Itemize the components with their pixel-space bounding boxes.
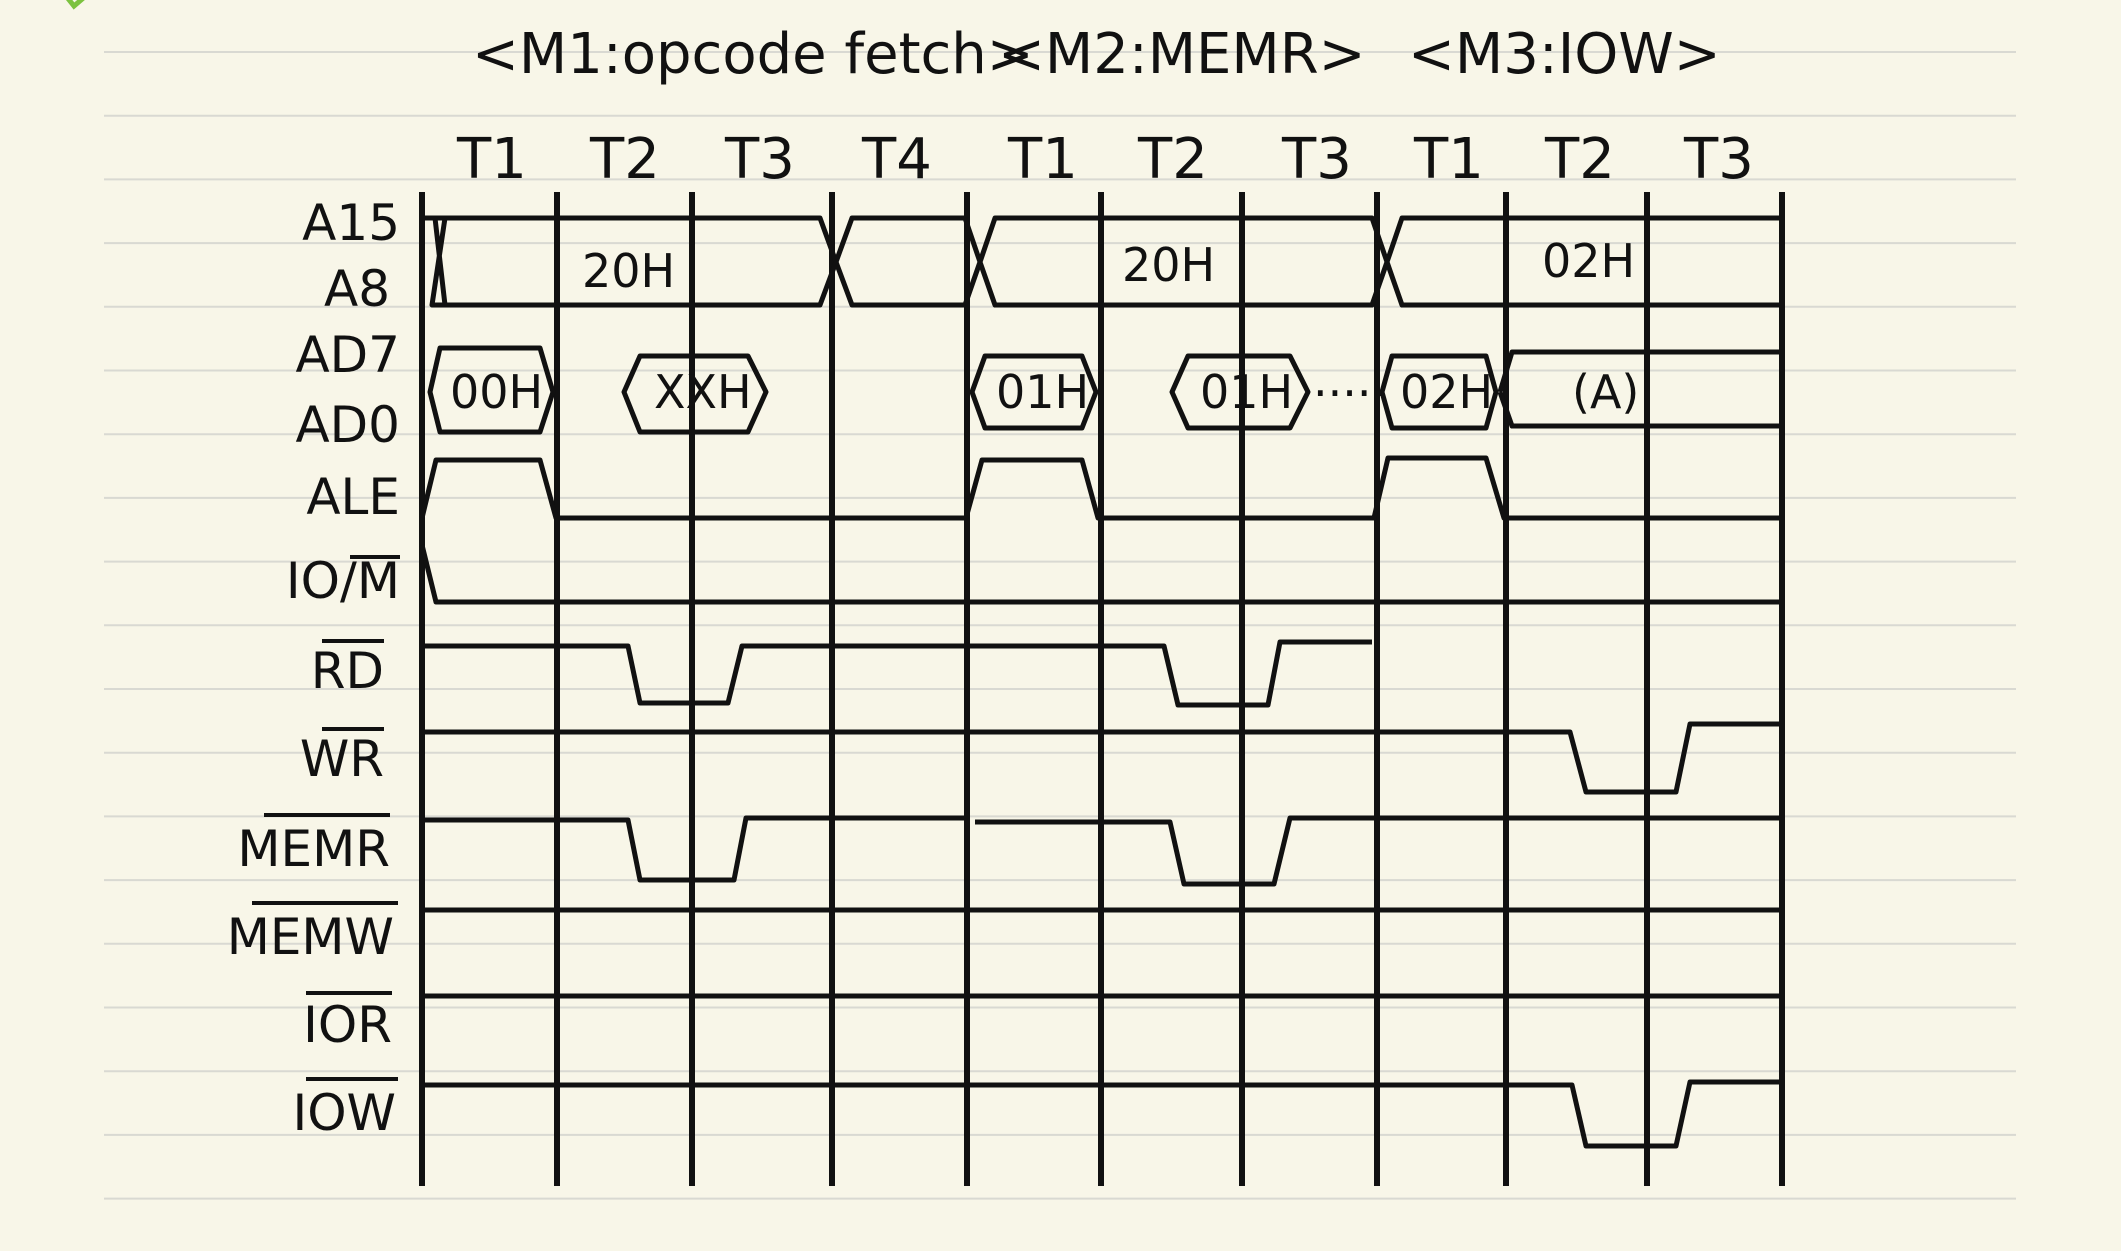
tstate-label: T2 — [1137, 127, 1208, 192]
tstate-label: T1 — [1007, 127, 1078, 192]
waveforms — [419, 215, 1780, 1149]
bus-value-ad: 01H — [1200, 365, 1293, 419]
tstate-label: T2 — [589, 127, 660, 192]
tstate-label: T1 — [1413, 127, 1484, 192]
bus-value-high-addr: 02H — [1542, 234, 1635, 288]
bus-value-high-addr: 20H — [582, 244, 675, 298]
waveform-memr — [424, 815, 1780, 887]
signal-label-a15: A15 — [302, 194, 400, 252]
signal-label-wr: WR — [300, 730, 384, 788]
signal-label-memw: MEMW — [227, 908, 394, 966]
tstate-label: T3 — [1683, 127, 1754, 192]
bus-continuation-dots: ..... — [1313, 353, 1386, 407]
waveform-wr — [424, 721, 1780, 795]
tstate-label: T4 — [861, 127, 932, 192]
bus-value-high-addr: 20H — [1122, 238, 1215, 292]
tstate-label: T3 — [1281, 127, 1352, 192]
signal-label-ale: ALE — [306, 468, 400, 526]
signal-label-iom: IO/M — [286, 552, 400, 610]
signal-label-rd: RD — [311, 642, 384, 700]
signal-label-ad7: AD7 — [295, 326, 400, 384]
waveform-a15-a8 — [425, 215, 1780, 308]
waveform-io-m — [419, 544, 1780, 605]
signal-label-ior: IOR — [303, 996, 392, 1054]
bus-value-ad: (A) — [1572, 365, 1639, 419]
bus-value-ad: 01H — [996, 365, 1089, 419]
cycle-title-m3: <M3:IOW> — [1408, 22, 1721, 87]
t-state-boundaries — [419, 192, 1785, 1186]
signal-label-iow: IOW — [292, 1084, 396, 1142]
signal-label-ad0: AD0 — [295, 396, 400, 454]
check-mark-icon — [65, 0, 85, 10]
waveform-ale — [419, 455, 1780, 521]
cycle-title-m1: <M1:opcode fetch> — [472, 22, 1034, 87]
tstate-label: T2 — [1544, 127, 1615, 192]
tstate-label: T3 — [724, 127, 795, 192]
bus-value-ad: 02H — [1400, 365, 1493, 419]
cycle-title-m2: <M2:MEMR> — [998, 22, 1366, 87]
waveform-iow — [424, 1079, 1780, 1149]
active-low-overbars — [252, 555, 400, 1081]
bus-value-ad: 00H — [450, 365, 543, 419]
waveform-rd — [424, 639, 1372, 708]
signal-label-memr: MEMR — [237, 820, 390, 878]
signal-label-a8: A8 — [324, 260, 390, 318]
tstate-label: T1 — [456, 127, 527, 192]
bus-value-ad: XXH — [654, 365, 752, 419]
waveform-ad-bus — [427, 345, 1780, 435]
